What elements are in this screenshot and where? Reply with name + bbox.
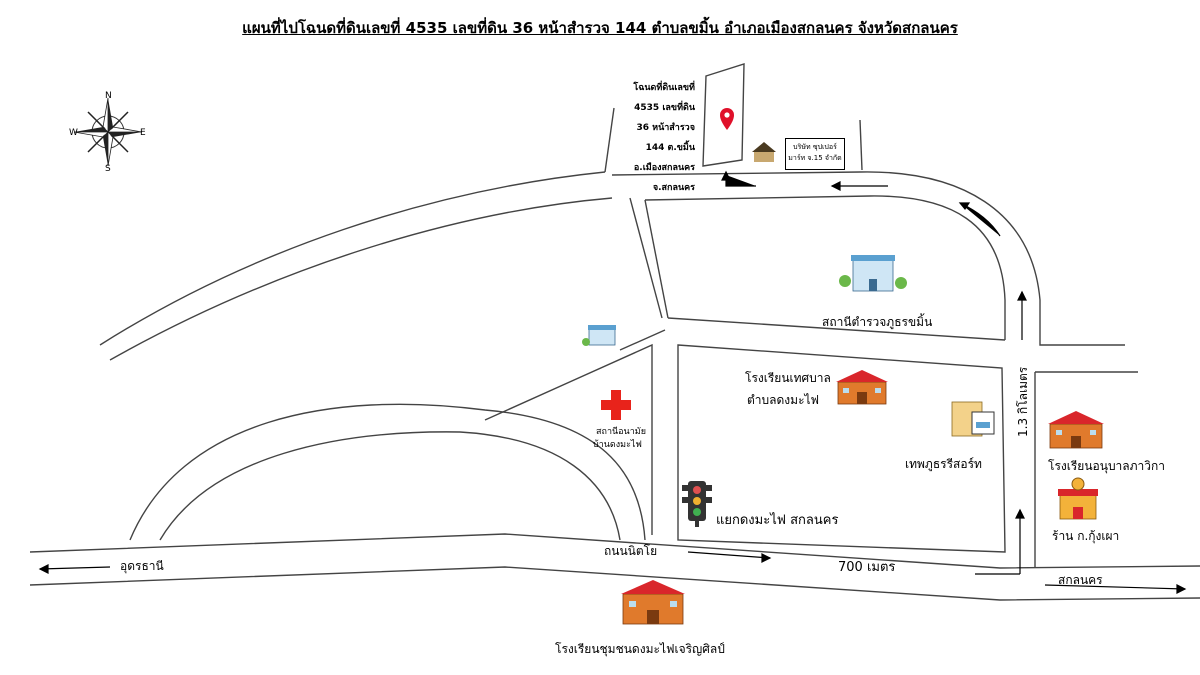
municipal-school-label-1: โรงเรียนเทศบาล bbox=[745, 371, 831, 385]
traffic-light-icon bbox=[682, 481, 712, 527]
lower-lobe-outer bbox=[129, 403, 646, 541]
school-community-icon bbox=[621, 580, 685, 625]
road-label: ถนนนิตโย bbox=[604, 544, 658, 558]
company-box: บริษัท ซุปเปอร์ มาร์ท จ.15 จำกัด bbox=[785, 138, 845, 170]
parcel-note: โฉนดที่ดินเลขที่ 4535 เลขที่ดิน 36 หน้าส… bbox=[633, 83, 695, 193]
arrow-east-sakon bbox=[1044, 584, 1186, 590]
house-icon bbox=[752, 142, 776, 162]
health-label-1: สถานีอนามัย bbox=[596, 427, 646, 437]
top-road-lower bbox=[644, 195, 871, 201]
resort-label: เทพภูธรรีสอร์ท bbox=[905, 457, 982, 471]
compass-rose-icon bbox=[73, 97, 143, 167]
distance-700-label: 700 เมตร bbox=[838, 560, 896, 575]
lower-lobe-inner bbox=[159, 431, 621, 541]
police-station-icon bbox=[839, 255, 907, 292]
curved-road-inner bbox=[109, 197, 613, 361]
school-kindergarten-icon bbox=[1048, 411, 1104, 449]
community-school-label: โรงเรียนชุมชนดงมะไฟเจริญศิลป์ bbox=[555, 642, 725, 656]
compass-w: W bbox=[69, 128, 78, 138]
block-police bbox=[667, 317, 1006, 341]
intersection-label: แยกดงมะไฟ สกลนคร bbox=[716, 513, 839, 528]
highway-south-edge bbox=[29, 566, 1200, 601]
shop-icon bbox=[1058, 477, 1098, 520]
top-road-left-edge bbox=[604, 107, 615, 173]
resort-icon bbox=[951, 401, 995, 437]
udon-label: อุดรธานี bbox=[120, 559, 164, 573]
distance-13-label: 1.3 กิโลเมตร bbox=[1016, 366, 1030, 437]
shop-label: ร้าน ก.กุ้งเผา bbox=[1052, 529, 1120, 543]
top-road-right-edge bbox=[859, 119, 863, 171]
health-triangle-inner bbox=[619, 329, 666, 351]
right-curve-inner bbox=[869, 195, 1006, 340]
highway-north-edge bbox=[29, 533, 1200, 569]
health-triangle bbox=[484, 343, 653, 535]
clinic-building-icon bbox=[582, 325, 616, 346]
police-label: สถานีตำรวจภูธรขมิ้น bbox=[822, 315, 933, 329]
parcel-outline bbox=[702, 63, 745, 167]
health-label-2: บ้านดงมะไฟ bbox=[593, 440, 642, 450]
middle-road-right bbox=[644, 199, 669, 319]
compass-e: E bbox=[140, 128, 146, 138]
red-cross-icon bbox=[601, 390, 631, 420]
location-pin-icon bbox=[720, 108, 734, 130]
arrow-west bbox=[39, 566, 111, 570]
school-municipal-icon bbox=[836, 370, 888, 405]
map-title: แผนที่ไปโฉนดที่ดินเลขที่ 4535 เลขที่ดิน … bbox=[242, 19, 958, 37]
sakon-label: สกลนคร bbox=[1058, 573, 1103, 587]
kindergarten-label: โรงเรียนอนุบาลภาวิกา bbox=[1048, 459, 1166, 473]
right-curve-outer bbox=[859, 171, 1125, 346]
compass-n: N bbox=[105, 91, 112, 101]
compass-s: S bbox=[105, 164, 111, 174]
middle-road-left bbox=[629, 197, 663, 319]
arrow-east-700 bbox=[687, 551, 771, 559]
curved-road-outer bbox=[99, 171, 606, 346]
block-school bbox=[677, 344, 1006, 553]
municipal-school-label-2: ตำบลดงมะไฟ bbox=[747, 393, 820, 407]
top-road-upper bbox=[611, 171, 861, 176]
